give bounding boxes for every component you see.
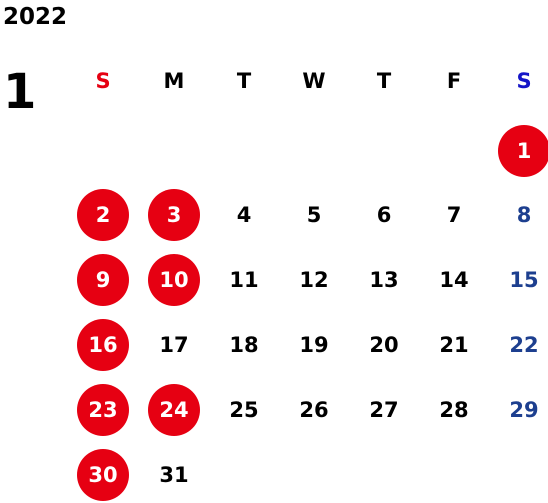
holiday-day-cell[interactable]: 24 <box>148 384 200 436</box>
holiday-day-cell[interactable]: 23 <box>77 384 129 436</box>
day-cell[interactable]: 22 <box>509 333 539 357</box>
holiday-day-cell[interactable]: 3 <box>148 189 200 241</box>
day-cell[interactable]: 11 <box>229 268 259 292</box>
weekday-header-saturday: S <box>516 69 532 93</box>
weekday-header-friday: F <box>446 69 462 93</box>
day-cell[interactable]: 5 <box>306 203 322 227</box>
holiday-day-cell[interactable]: 2 <box>77 189 129 241</box>
holiday-day-cell[interactable]: 1 <box>498 125 548 177</box>
day-cell[interactable]: 13 <box>369 268 399 292</box>
day-cell[interactable]: 19 <box>299 333 329 357</box>
day-cell[interactable]: 18 <box>229 333 259 357</box>
day-cell[interactable]: 28 <box>439 398 469 422</box>
day-cell[interactable]: 21 <box>439 333 469 357</box>
day-cell[interactable]: 7 <box>446 203 462 227</box>
day-cell[interactable]: 15 <box>509 268 539 292</box>
calendar-month: 1 <box>3 64 37 120</box>
day-cell[interactable]: 8 <box>516 203 532 227</box>
day-cell[interactable]: 31 <box>159 463 189 487</box>
day-cell[interactable]: 17 <box>159 333 189 357</box>
day-cell[interactable]: 29 <box>509 398 539 422</box>
day-cell[interactable]: 6 <box>376 203 392 227</box>
day-cell[interactable]: 12 <box>299 268 329 292</box>
holiday-day-cell[interactable]: 30 <box>77 449 129 501</box>
holiday-day-cell[interactable]: 9 <box>77 254 129 306</box>
day-cell[interactable]: 26 <box>299 398 329 422</box>
calendar-year: 2022 <box>3 4 68 30</box>
weekday-header-thursday: T <box>376 69 392 93</box>
day-cell[interactable]: 27 <box>369 398 399 422</box>
weekday-header-tuesday: T <box>236 69 252 93</box>
weekday-header-sunday: S <box>95 69 111 93</box>
day-cell[interactable]: 20 <box>369 333 399 357</box>
holiday-day-cell[interactable]: 16 <box>77 319 129 371</box>
day-cell[interactable]: 14 <box>439 268 469 292</box>
day-cell[interactable]: 25 <box>229 398 259 422</box>
day-cell[interactable]: 4 <box>236 203 252 227</box>
weekday-header-monday: M <box>163 69 185 93</box>
holiday-day-cell[interactable]: 10 <box>148 254 200 306</box>
weekday-header-wednesday: W <box>302 69 326 93</box>
